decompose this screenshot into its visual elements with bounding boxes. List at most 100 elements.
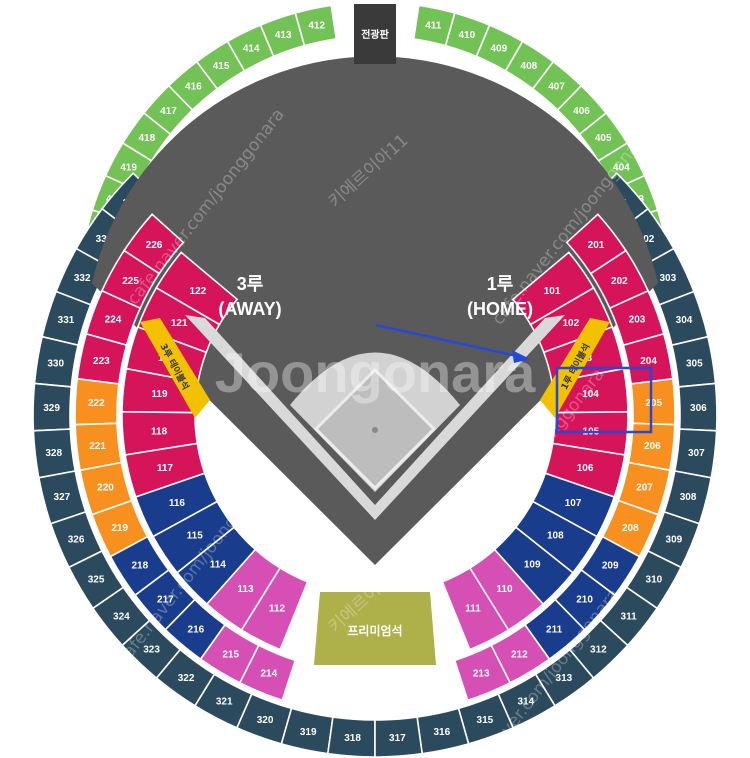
seat-section-label: 308 [680,492,697,503]
seat-section-224[interactable] [85,289,142,347]
seat-section-label: 121 [171,318,188,329]
seat-section-label: 312 [590,645,607,656]
seat-section-331[interactable] [41,290,92,347]
seat-section-label: 226 [146,240,163,251]
seat-section-label: 324 [113,611,130,622]
seat-section-label: 101 [544,286,561,297]
seat-section-115[interactable] [152,500,236,574]
seat-section-label: 221 [89,441,106,452]
seat-section-219[interactable] [90,499,149,558]
seat-section-214[interactable] [238,644,297,702]
seat-section-319[interactable] [280,707,334,755]
third-base-table-seats[interactable] [140,318,210,418]
seat-section-111[interactable] [441,566,510,651]
seat-section-label: 328 [45,448,62,459]
seat-section-label: 418 [138,133,155,144]
seat-section-113[interactable] [205,548,282,632]
seat-section-label: 332 [74,273,91,284]
seat-section-326[interactable] [49,510,104,569]
seat-section-label: 304 [676,315,693,326]
seat-section-325[interactable] [67,549,125,610]
seat-section-label: 331 [58,315,75,326]
third-base-label: 3루 [237,274,264,294]
seat-section-226[interactable] [122,213,185,275]
scoreboard-label: 전광판 [361,28,389,41]
seat-section-label: 102 [562,318,579,329]
seat-section-label: 419 [120,163,137,174]
seat-section-label: 303 [659,273,676,284]
seat-section-320[interactable] [235,692,293,745]
scoreboard [354,4,396,64]
seat-section-216[interactable] [164,598,227,661]
seat-section-324[interactable] [91,586,151,647]
seat-section-label: 407 [548,82,565,93]
seat-section-label: 214 [260,669,277,680]
seat-section-label: 417 [160,106,177,117]
seat-section-label: 206 [644,441,661,452]
seat-section-label: 107 [565,498,582,509]
seat-section-321[interactable] [193,673,253,729]
seat-section-322[interactable] [155,648,216,707]
seat-section-121[interactable] [136,286,221,354]
seat-section-label: 223 [93,356,110,367]
seat-section-label: 208 [622,523,639,534]
seat-section-label: 327 [54,492,71,503]
seat-section-330[interactable] [33,335,80,388]
seat-section-329[interactable] [32,382,73,432]
inner-ring-100-level: 1221211201191181171161151141131121011021… [121,251,629,651]
first-base-label: 1루 [487,274,514,294]
first-base-home-label: (HOME) [467,299,533,319]
seat-section-112[interactable] [240,566,309,651]
seat-section-label: 224 [105,315,122,326]
seat-section-323[interactable] [121,619,182,680]
seat-section-117[interactable] [124,442,206,499]
seat-section-418[interactable] [121,111,172,162]
seat-section-label: 411 [425,21,442,32]
seat-section-label: 317 [389,733,406,744]
seat-section-label: 207 [636,483,653,494]
seat-section-label: 110 [496,584,513,595]
seat-section-413[interactable] [259,12,306,58]
pointer-arrow-line [375,323,518,358]
seat-section-label: 111 [465,604,481,615]
seat-section-317[interactable] [374,716,424,758]
watermark-brand: Joongonara [215,341,536,404]
seat-section-label: 118 [151,426,168,437]
seat-section-327[interactable] [37,470,87,525]
seat-section-label: 405 [595,133,612,144]
seat-section-220[interactable] [79,461,133,516]
seat-section-label: 113 [237,584,254,595]
outfield-area [92,56,658,566]
seat-section-223[interactable] [76,332,128,385]
seat-section-213[interactable] [453,644,512,702]
seat-section-label: 204 [640,356,657,367]
premium-seats[interactable] [314,592,436,665]
seat-section-114[interactable] [175,526,257,606]
seat-section-222[interactable] [74,377,120,426]
seat-section-label: 202 [611,276,628,287]
seat-section-label: 117 [157,463,174,474]
seat-section-label: 302 [638,234,655,245]
seat-section-215[interactable] [199,623,260,684]
seat-section-412[interactable] [294,4,338,47]
seat-section-328[interactable] [32,428,77,479]
seat-section-label: 106 [577,463,594,474]
third-base-away-label: (AWAY) [218,299,281,319]
seat-section-label: 325 [88,574,105,585]
seat-section-label: 409 [490,44,507,55]
seat-section-label: 323 [143,645,160,656]
seat-section-label: 412 [308,21,325,32]
seat-section-414[interactable] [226,24,275,72]
seat-section-318[interactable] [326,716,376,758]
seat-section-221[interactable] [74,422,123,472]
seat-section-225[interactable] [100,249,161,310]
seat-section-label: 319 [300,727,317,738]
outer-ring-300-level: 3343333323313303293283273263253243233223… [32,172,718,758]
seat-section-label: 310 [646,574,663,585]
seat-section-122[interactable] [155,251,239,326]
seat-section-label: 313 [556,673,573,684]
seat-section-116[interactable] [134,472,219,538]
seat-section-label: 311 [621,611,638,622]
seat-section-label: 112 [269,604,286,615]
